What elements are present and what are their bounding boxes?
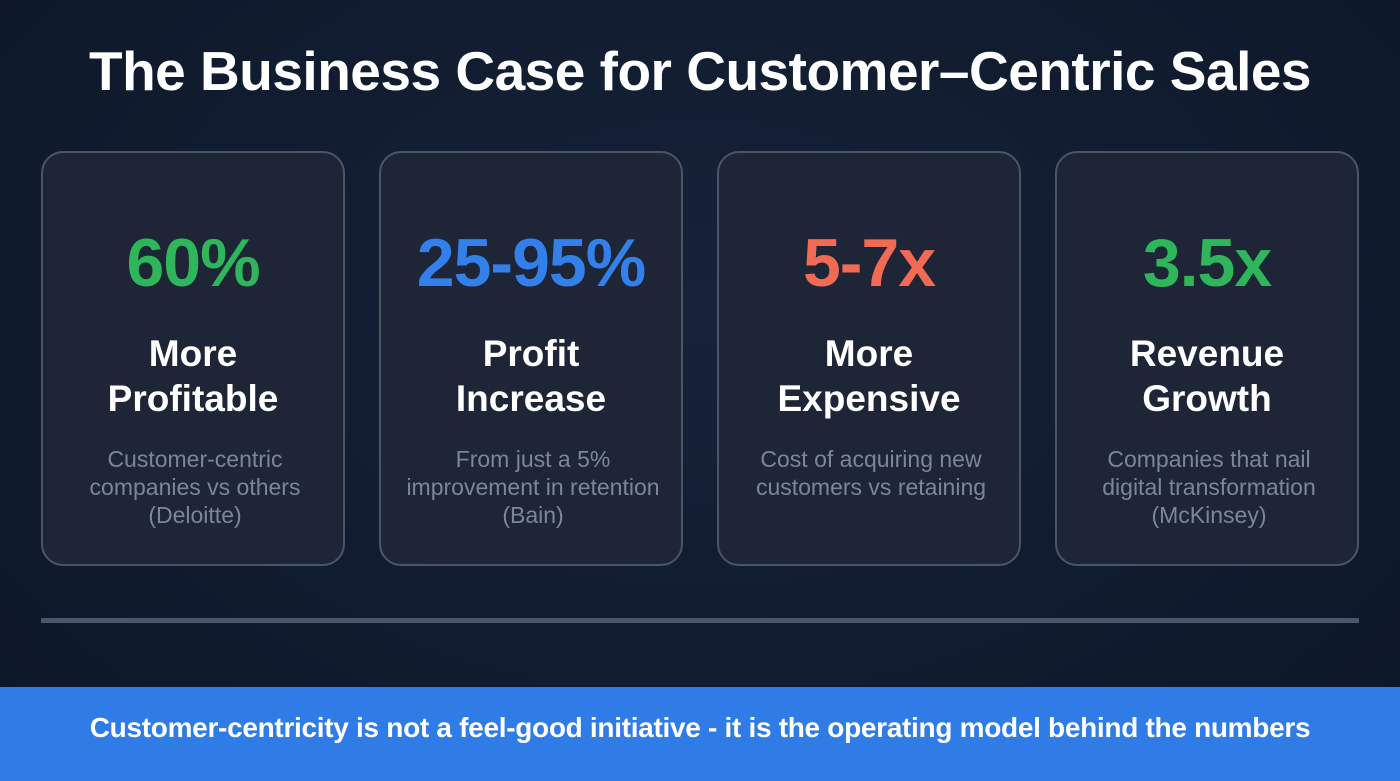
stat-label-line: Revenue xyxy=(1129,333,1285,374)
stat-card-profit-increase: 25-95% Profit Increase From just a 5% im… xyxy=(379,151,683,566)
banner-text: Customer-centricity is not a feel-good i… xyxy=(89,712,1311,743)
stat-label-line: More xyxy=(824,333,914,374)
stat-card-profitability: 60% More Profitable Customer-centric com… xyxy=(41,151,345,566)
stat-card-acquisition-cost: 5-7x More Expensive Cost of acquiring ne… xyxy=(717,151,1021,566)
stat-value: 5-7x xyxy=(802,225,936,301)
divider xyxy=(41,618,1359,623)
stat-value: 25-95% xyxy=(416,225,646,301)
footer-banner: Customer-centricity is not a feel-good i… xyxy=(0,687,1400,781)
stat-label-line: Increase xyxy=(455,378,607,419)
stat-description: Customer-centric companies vs others (De… xyxy=(89,446,301,528)
stat-description: From just a 5% improvement in retention … xyxy=(406,446,660,528)
stat-label-line: Expensive xyxy=(777,378,961,419)
stat-cards: 60% More Profitable Customer-centric com… xyxy=(41,151,1359,568)
stat-label-line: Profitable xyxy=(107,378,279,419)
stat-value: 3.5x xyxy=(1142,225,1272,301)
stat-label: Profit Increase xyxy=(381,331,681,421)
stat-description: Companies that nail digital transformati… xyxy=(1102,446,1316,528)
stat-label: More Profitable xyxy=(43,331,343,421)
stat-label-line: More xyxy=(148,333,238,374)
stat-description: Cost of acquiring new customers vs retai… xyxy=(755,446,987,500)
stat-label-line: Growth xyxy=(1142,378,1272,419)
stat-card-revenue-growth: 3.5x Revenue Growth Companies that nail … xyxy=(1055,151,1359,566)
stat-value: 60% xyxy=(126,225,260,301)
stat-label-line: Profit xyxy=(482,333,580,374)
slide-title: The Business Case for Customer–Centric S… xyxy=(88,40,1312,102)
stat-label: Revenue Growth xyxy=(1057,331,1357,421)
stat-label: More Expensive xyxy=(719,331,1019,421)
